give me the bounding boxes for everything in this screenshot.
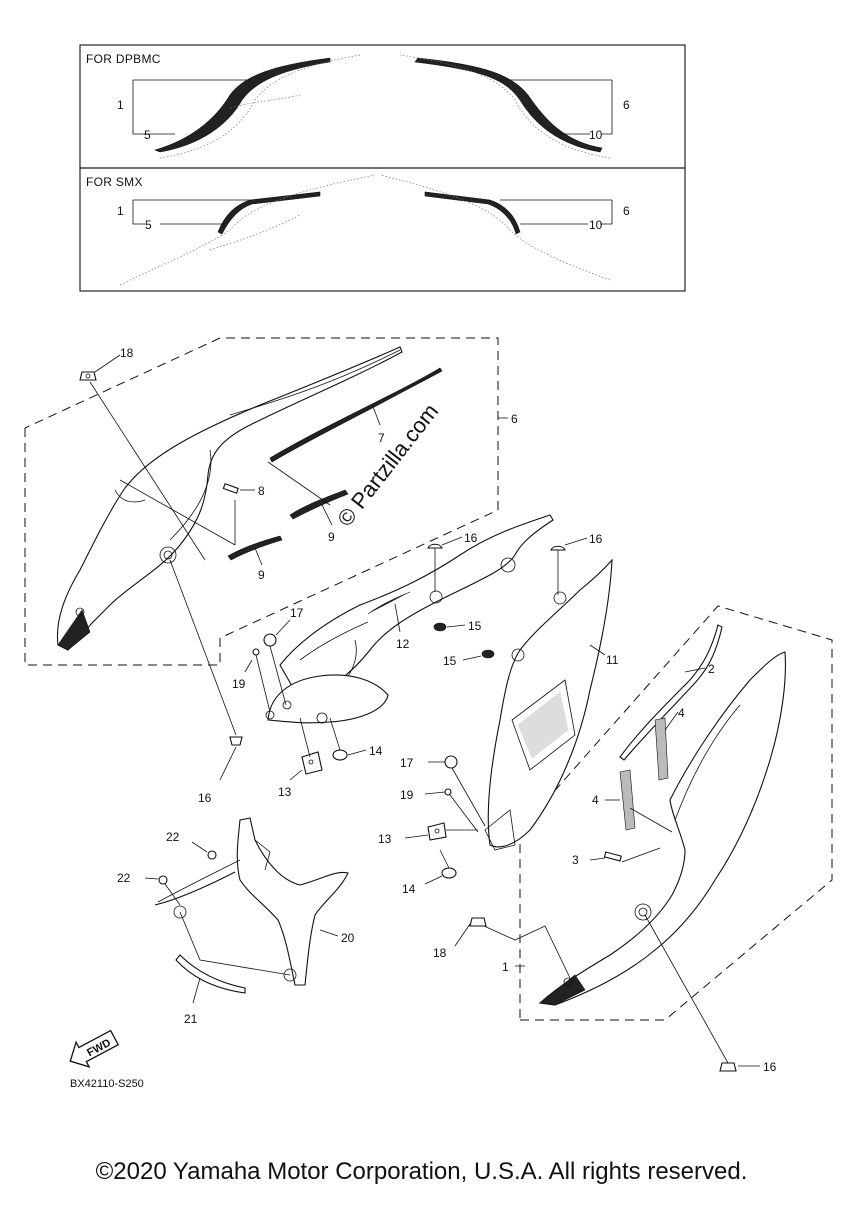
callout-16-b: 16: [589, 532, 603, 546]
stripe-right-smx: [424, 191, 521, 235]
callout-19-b: 19: [400, 788, 414, 802]
nut-14-b: [424, 849, 457, 885]
side-cover-right: [538, 624, 786, 1006]
callout-13-a: 13: [278, 785, 292, 799]
callout-18-bottom: 18: [433, 946, 447, 960]
rivet-17-b: [428, 755, 486, 827]
callout-1-main: 1: [502, 960, 509, 974]
callout-4-a: 4: [678, 706, 685, 720]
screw-16-d: [644, 914, 760, 1072]
callout-6-main: 6: [511, 412, 518, 426]
callout-5: 5: [144, 128, 151, 142]
callout-12: 12: [396, 637, 410, 651]
pin-19-a: [244, 648, 271, 713]
panel-12: [279, 514, 554, 701]
inner-panel-11: [484, 558, 613, 851]
stripe-right-dpbmc: [414, 57, 603, 153]
callout-3: 3: [572, 853, 579, 867]
callout-6-smx: 6: [623, 204, 630, 218]
callout-16-d: 16: [763, 1060, 777, 1074]
clip-22-a: [191, 841, 217, 860]
inset-smx: FOR SMX 1 5 6 10: [79, 167, 686, 292]
callout-9-b: 9: [258, 568, 265, 582]
callout-7: 7: [378, 431, 385, 445]
screw-16-c: [169, 559, 243, 781]
copyright-notice: ©2020 Yamaha Motor Corporation, U.S.A. A…: [95, 1158, 748, 1185]
callout-6: 6: [623, 98, 630, 112]
callout-14-b: 14: [402, 882, 416, 896]
trim-21: [175, 954, 246, 994]
callout-9-a: 9: [328, 530, 335, 544]
callout-14-a: 14: [369, 744, 383, 758]
fwd-arrow-icon: FWD: [69, 1029, 120, 1069]
callout-21: 21: [184, 1012, 198, 1026]
callout-17-a: 17: [290, 606, 304, 620]
callout-1: 1: [117, 98, 124, 112]
callout-2: 2: [708, 662, 715, 676]
callout-11: 11: [606, 653, 619, 667]
decal-9-upper: [289, 489, 349, 520]
pin-3: [589, 847, 661, 863]
bracket-20: [154, 817, 349, 986]
grommet-15-b: [462, 649, 495, 661]
callout-22-b: 22: [117, 871, 131, 885]
callout-10: 10: [589, 128, 603, 142]
callout-15-a: 15: [468, 619, 482, 633]
screw-18-bottom: [454, 917, 571, 979]
callout-10-smx: 10: [589, 218, 603, 232]
fwd-label: FWD: [85, 1037, 113, 1059]
callout-18-top: 18: [120, 346, 134, 360]
screw-16-a: [427, 536, 463, 592]
callout-8: 8: [258, 484, 265, 498]
rivet-17-a: [263, 619, 291, 706]
stripe-left-dpbmc: [154, 57, 331, 153]
bracket-lower-left: [265, 674, 389, 724]
decal-4-upper: [654, 717, 669, 781]
callout-22-a: 22: [166, 830, 180, 844]
side-cover-left: [56, 346, 443, 651]
callout-16-a: 16: [464, 531, 478, 545]
inset-dpbmc-label: FOR DPBMC: [86, 52, 161, 66]
callout-16-c: 16: [198, 791, 212, 805]
screw-16-b: [550, 537, 588, 595]
grommet-15-a: [433, 622, 466, 632]
callout-20: 20: [341, 931, 355, 945]
clip-22-b: [144, 875, 181, 906]
inset-dpbmc: FOR DPBMC 1 5 6 10: [79, 44, 686, 169]
nut-13-a: [289, 717, 323, 781]
screw-18-top: [79, 354, 206, 561]
callout-4-b: 4: [592, 793, 599, 807]
stripe-7: [269, 367, 443, 463]
nut-13-b: [404, 822, 478, 841]
callout-13-b: 13: [378, 832, 392, 846]
pin-8: [222, 483, 255, 494]
callout-17-b: 17: [400, 756, 414, 770]
callout-15-b: 15: [443, 654, 457, 668]
inset-smx-label: FOR SMX: [86, 175, 143, 189]
decal-4-lower: [619, 769, 636, 831]
nut-14-a: [329, 717, 367, 761]
pin-19-b: [424, 788, 479, 833]
callout-5-smx: 5: [145, 218, 152, 232]
diagram-code: BX42110-S250: [70, 1078, 144, 1090]
stripe-left-smx: [217, 191, 321, 235]
callout-19-a: 19: [232, 677, 246, 691]
callout-1-smx: 1: [117, 204, 124, 218]
